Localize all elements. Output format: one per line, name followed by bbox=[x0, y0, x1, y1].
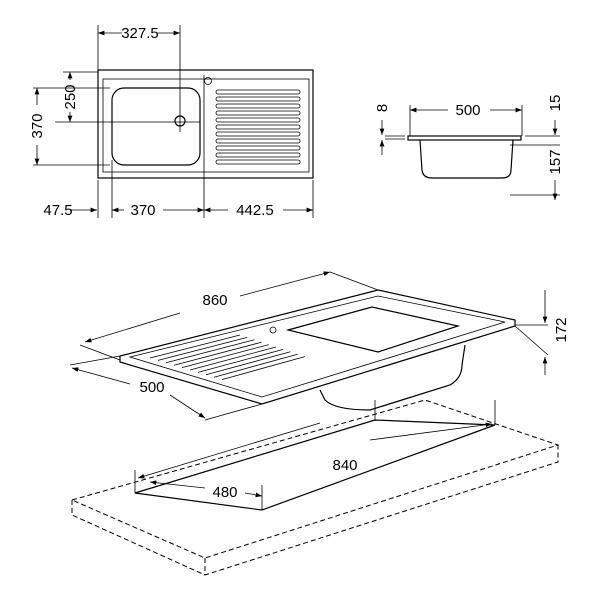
dim-cutout-depth: 480 bbox=[212, 484, 237, 501]
drainer-rib bbox=[215, 159, 301, 165]
top-view: 327.5 250 370 47.5 370 442.5 bbox=[29, 25, 314, 219]
dim-side-width: 500 bbox=[455, 102, 480, 119]
drainer-rib bbox=[215, 124, 301, 130]
sink-rim bbox=[102, 78, 310, 173]
iso-bowl bbox=[285, 306, 461, 353]
iso-drainer-rib bbox=[205, 351, 291, 376]
drainer-ribs bbox=[215, 89, 301, 165]
dim-drainer-width: 442.5 bbox=[236, 202, 274, 219]
sink-outline bbox=[97, 69, 314, 179]
bowl bbox=[111, 87, 201, 166]
iso-tap-hole bbox=[269, 326, 277, 334]
iso-drainer-rib bbox=[197, 349, 284, 373]
iso-drainer-rib bbox=[221, 356, 305, 380]
dim-iso-height: 172 bbox=[553, 317, 570, 342]
dim-top-offset: 15 bbox=[547, 95, 564, 112]
drainer-rib bbox=[215, 138, 301, 144]
dim-rim-thickness: 8 bbox=[374, 104, 391, 112]
dim-iso-length: 860 bbox=[202, 292, 227, 309]
iso-sink-outline bbox=[119, 289, 516, 405]
dim-iso-depth: 500 bbox=[139, 379, 164, 396]
drainer-rib bbox=[215, 152, 301, 158]
iso-drainer-ribs bbox=[149, 334, 305, 380]
dim-cutout-length: 840 bbox=[332, 457, 357, 474]
drainer-rib bbox=[215, 96, 301, 102]
drainer-rib bbox=[215, 110, 301, 116]
side-view: 500 8 15 157 bbox=[374, 95, 564, 200]
iso-drainer-rib bbox=[181, 344, 269, 368]
dim-left-margin: 47.5 bbox=[43, 202, 72, 219]
drainer-rib bbox=[215, 89, 301, 95]
iso-drainer-rib bbox=[213, 353, 298, 378]
iso-drainer-rib bbox=[165, 339, 255, 364]
countertop bbox=[70, 399, 560, 576]
iso-sink-rim bbox=[128, 295, 506, 398]
dim-drain-offset-x: 327.5 bbox=[121, 25, 159, 42]
dim-bowl-height: 157 bbox=[547, 149, 564, 174]
dim-bowl-width: 370 bbox=[130, 202, 155, 219]
dim-drain-offset-y: 250 bbox=[62, 84, 79, 109]
iso-bowl-underside bbox=[319, 344, 466, 411]
tap-hole bbox=[204, 77, 212, 85]
cutout bbox=[134, 419, 496, 511]
drainer-rib bbox=[215, 103, 301, 109]
iso-drainer-rib bbox=[173, 341, 262, 366]
iso-drainer-rib bbox=[189, 346, 277, 371]
side-rim bbox=[407, 135, 522, 141]
side-bowl bbox=[419, 139, 514, 179]
drainer-rib bbox=[215, 131, 301, 137]
iso-drainer-rib bbox=[157, 337, 248, 361]
iso-view: 860 500 172 840 480 bbox=[69, 271, 570, 576]
dim-bowl-depth: 370 bbox=[29, 113, 46, 138]
iso-drainer-rib bbox=[149, 334, 241, 359]
drainer-rib bbox=[215, 117, 301, 123]
drainer-rib bbox=[215, 145, 301, 151]
